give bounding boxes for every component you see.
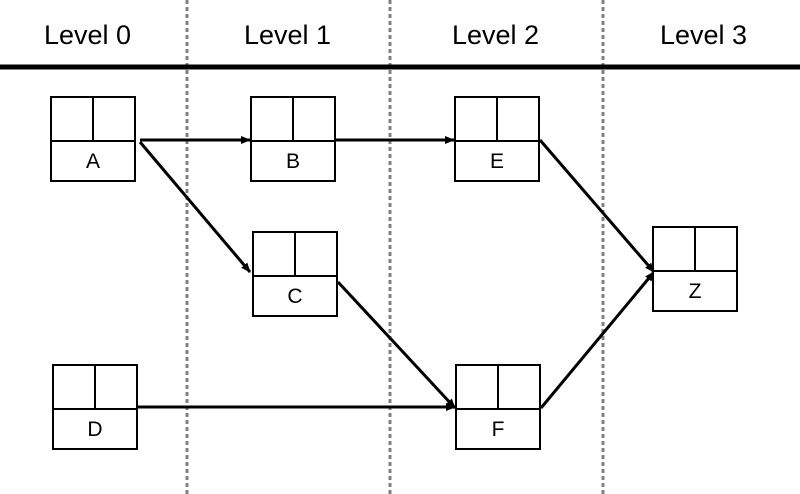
level-2-label: Level 2 bbox=[452, 20, 540, 50]
node-a: A bbox=[50, 96, 136, 182]
node-c: C bbox=[252, 231, 338, 317]
node-d-label: D bbox=[87, 418, 103, 441]
node-d-top-cells bbox=[54, 366, 136, 410]
node-a-label: A bbox=[85, 150, 100, 173]
node-b: B bbox=[250, 96, 336, 182]
node-e-top-cells bbox=[456, 98, 538, 142]
node-f: F bbox=[455, 364, 541, 450]
level-1-label: Level 1 bbox=[244, 20, 332, 50]
node-e-label: E bbox=[489, 150, 504, 173]
edge-c-to-f bbox=[336, 280, 457, 410]
node-c-top-cells bbox=[254, 233, 336, 277]
node-a-top-cells bbox=[52, 98, 134, 142]
node-z-label: Z bbox=[688, 280, 702, 303]
node-e: E bbox=[454, 96, 540, 182]
node-z-cell-divider bbox=[694, 228, 696, 270]
node-c-label: C bbox=[287, 285, 303, 308]
node-f-cell-divider bbox=[497, 366, 499, 408]
node-b-label: B bbox=[285, 150, 300, 173]
edge-e-to-z bbox=[538, 139, 656, 273]
node-f-top-cells bbox=[457, 366, 539, 410]
node-d: D bbox=[52, 364, 138, 450]
node-b-cell-divider bbox=[292, 98, 294, 140]
node-e-cell-divider bbox=[496, 98, 498, 140]
level-3-label: Level 3 bbox=[660, 20, 748, 50]
node-z-top-cells bbox=[654, 228, 736, 272]
node-z: Z bbox=[652, 226, 738, 312]
node-a-cell-divider bbox=[92, 98, 94, 140]
edges-layer bbox=[138, 136, 656, 411]
node-b-top-cells bbox=[252, 98, 334, 142]
level-0-label: Level 0 bbox=[44, 20, 132, 50]
edge-a-to-c bbox=[138, 141, 252, 273]
edge-f-to-z bbox=[539, 271, 656, 409]
node-d-cell-divider bbox=[94, 366, 96, 408]
node-c-cell-divider bbox=[294, 233, 296, 275]
node-f-label: F bbox=[491, 418, 505, 441]
